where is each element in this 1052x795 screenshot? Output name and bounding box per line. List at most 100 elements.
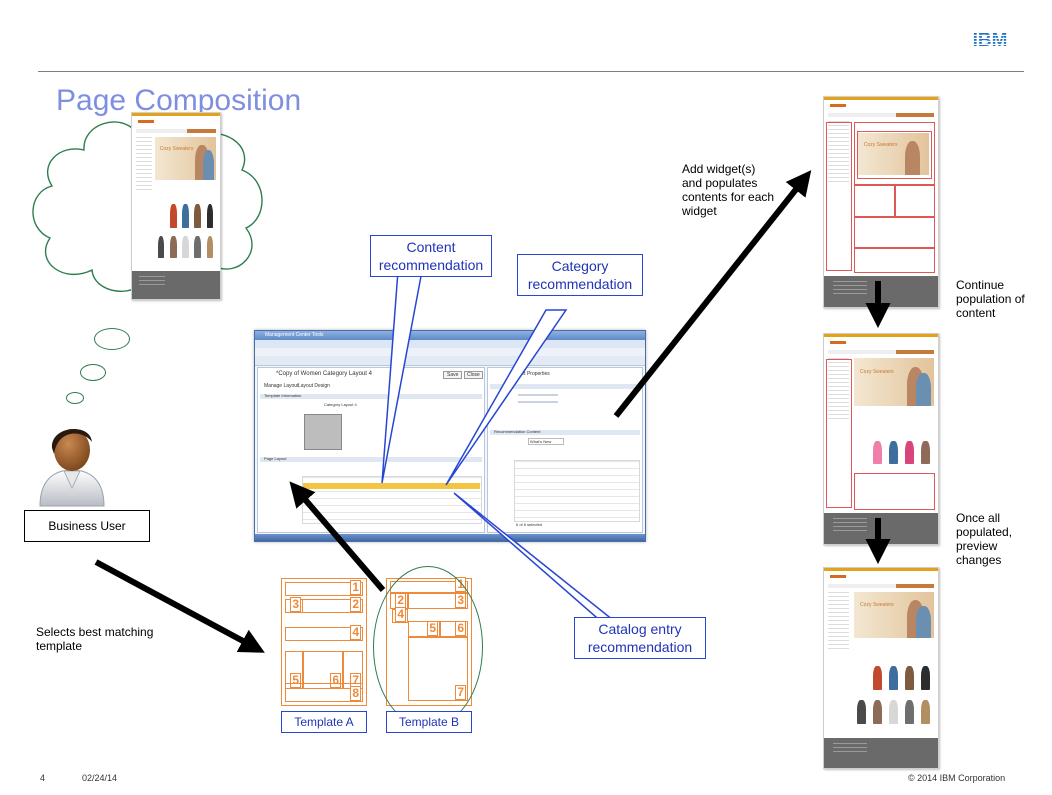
name-field[interactable] — [518, 394, 558, 396]
close-button[interactable]: Close — [464, 371, 483, 379]
thumb-widget-slot — [853, 248, 936, 274]
tab-layout-design[interactable]: Layout Design — [298, 383, 330, 389]
business-user-icon — [39, 429, 105, 507]
thumb-product — [857, 700, 867, 724]
thumb-hero: Cozy Sweaters — [858, 133, 929, 175]
template-slot-number: 8 — [350, 686, 361, 701]
thumb-sidebar — [136, 137, 152, 193]
template-a-label[interactable]: Template A — [281, 711, 367, 733]
callout-content-recommendation: Content recommendation — [370, 235, 492, 277]
thumb-product-row — [155, 204, 216, 229]
section-page-layout: Page Layout — [260, 456, 482, 462]
thought-bubble-small — [66, 392, 84, 404]
callout-catalog-entry-recommendation: Catalog entry recommendation — [574, 617, 706, 659]
thumb-product — [873, 441, 883, 465]
page-wireframe-thumbnail: Cozy Sweaters — [823, 96, 939, 308]
document-title: *Copy of Women Category Layout 4 — [276, 371, 372, 377]
thumb-product-row — [155, 235, 216, 259]
thumb-hero-caption: Cozy Sweaters — [863, 142, 898, 149]
widget-row-selected[interactable] — [303, 483, 480, 489]
template-slot: 5 — [285, 651, 303, 689]
thumb-product-row — [854, 441, 934, 465]
save-button[interactable]: Save — [443, 371, 463, 379]
thumb-product — [182, 235, 189, 259]
window-menu — [255, 348, 645, 356]
template-slot: 3 — [285, 597, 303, 613]
thumb-widget-slot — [826, 122, 853, 272]
page-number: 4 — [40, 773, 46, 783]
thumb-footer — [824, 738, 938, 768]
thumb-product — [206, 204, 214, 229]
template-slot-number: 2 — [350, 597, 361, 612]
thumb-product-row — [854, 666, 934, 690]
copyright: © 2014 IBM Corporation — [908, 773, 1006, 783]
thumb-logo — [138, 120, 154, 123]
template-value: Category Layout 4 — [324, 402, 357, 407]
thumb-footer — [824, 512, 938, 544]
ibm-logo-text: IBM — [973, 30, 1008, 48]
thumb-logo — [830, 104, 846, 107]
header-rule — [38, 71, 1024, 72]
thumb-nav — [828, 113, 934, 117]
thumb-nav — [828, 350, 934, 354]
template-slot: 6 — [303, 651, 343, 689]
thumb-widget-slot — [826, 359, 853, 509]
thumb-product — [194, 204, 201, 229]
thumb-product — [905, 700, 915, 724]
display-title-value[interactable]: What's New — [528, 438, 565, 445]
thumb-product — [194, 235, 201, 259]
business-user-label: Business User — [24, 510, 150, 542]
tab-manage-layout[interactable]: Manage Layout — [264, 383, 299, 389]
thumb-product — [206, 235, 214, 259]
ibm-logo: IBM — [973, 30, 1008, 48]
thumb-widget-slot — [853, 185, 896, 217]
table-footer: 6 of 6 selected — [516, 522, 543, 527]
thought-bubble-large — [94, 328, 130, 350]
thumb-product — [169, 235, 177, 259]
layout-preview — [304, 414, 342, 450]
thumb-product — [873, 666, 883, 690]
thumb-widget-slot — [853, 472, 936, 511]
thumb-sidebar — [828, 592, 849, 652]
thumb-product — [873, 700, 883, 724]
thumb-product — [857, 441, 867, 465]
thumb-product-row — [854, 700, 934, 724]
thumb-nav — [136, 129, 216, 133]
thought-page-thumbnail: Cozy Sweaters — [131, 112, 221, 300]
thumb-product — [182, 204, 189, 229]
thumb-nav — [828, 584, 934, 588]
thumb-sidebar — [828, 121, 849, 184]
thumb-product — [157, 204, 165, 229]
right-panel-title: Widget Properties — [510, 371, 550, 377]
thumb-logo — [830, 341, 846, 344]
thumb-hero-figure — [202, 149, 214, 180]
thumb-hero-caption: Cozy Sweaters — [159, 146, 194, 153]
right-panel: Widget Properties Recommendation Content… — [487, 367, 643, 533]
thumb-hero: Cozy Sweaters — [154, 137, 216, 180]
template-b-label[interactable]: Template B — [386, 711, 472, 733]
thumb-product — [169, 204, 177, 229]
window-statusbar — [255, 534, 645, 541]
thumb-footer — [824, 275, 938, 307]
thumb-hero-figure — [916, 605, 931, 638]
thumb-hero-caption: Cozy Sweaters — [860, 602, 894, 609]
thumb-footer — [132, 271, 220, 299]
thumb-product — [889, 666, 899, 690]
thumb-widget-slot — [857, 130, 932, 179]
callout-category-recommendation: Category recommendation — [517, 254, 643, 296]
slot-field[interactable] — [518, 401, 558, 403]
template-slot-number: 4 — [350, 625, 361, 640]
section-recommendation-content: Recommendation Content — [490, 429, 640, 435]
template-slot: 4 — [285, 625, 363, 641]
thumb-product — [905, 666, 915, 690]
thumb-product — [857, 666, 867, 690]
template-slot-number: 3 — [290, 597, 301, 612]
template-slot: 8 — [285, 683, 363, 702]
template-slot-number: 5 — [290, 673, 301, 688]
thumb-hero: Cozy Sweaters — [853, 592, 934, 638]
thumb-product — [889, 700, 899, 724]
thumb-hero-caption: Cozy Sweaters — [860, 368, 894, 375]
template-slot-number: 6 — [330, 673, 341, 688]
thumb-widget-slot — [853, 216, 936, 249]
page-partial-thumbnail: Cozy Sweaters — [823, 333, 939, 545]
